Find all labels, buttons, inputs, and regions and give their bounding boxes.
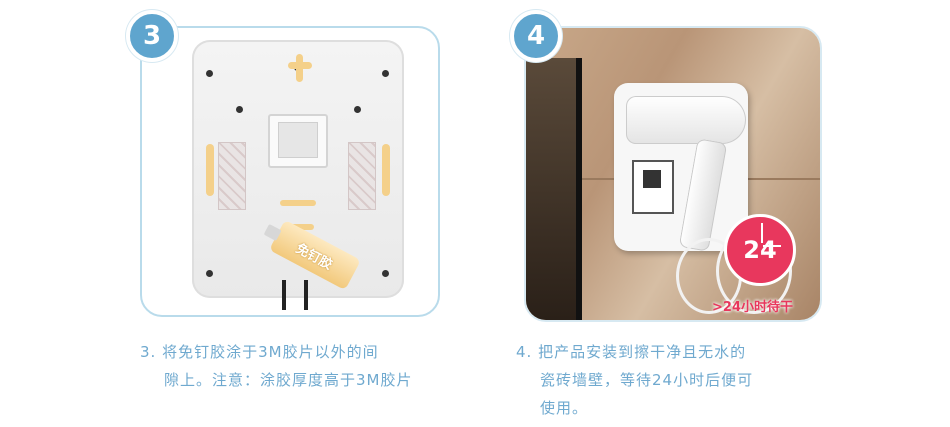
clock-hand-icon <box>763 245 781 247</box>
3m-tape-left <box>218 142 246 210</box>
glue-mark-right <box>382 144 390 196</box>
glue-mark-bottom <box>280 200 316 206</box>
glue-mark-top <box>296 54 303 82</box>
glue-mark-left <box>206 144 214 196</box>
step-3-caption-line: 隙上。注意：涂胶厚度高于3M胶片 <box>164 371 413 389</box>
step-3-illustration-frame: 免钉胶 <box>140 26 440 317</box>
step-4-caption: 4. 把产品安装到擦干净且无水的 瓷砖墙壁，等待24小时后便可 使用。 <box>516 338 836 422</box>
step-4-caption-line: 4. 把产品安装到擦干净且无水的 <box>516 343 747 361</box>
screw-hole <box>206 270 213 277</box>
screw-hole <box>206 70 213 77</box>
step-4-photo-frame: 24 >24小时待干 <box>524 26 822 322</box>
step-4-caption-line: 使用。 <box>540 399 589 417</box>
power-cable <box>282 280 308 310</box>
screw-hole <box>236 106 243 113</box>
wait-time-label: >24小时待干 <box>712 300 793 315</box>
screw-hole <box>354 106 361 113</box>
step-4-number-badge: 4 <box>510 10 562 62</box>
24-hour-badge: 24 <box>724 214 796 286</box>
mirror <box>526 58 582 320</box>
step-3-caption: 3. 将免钉胶涂于3M胶片以外的间 隙上。注意：涂胶厚度高于3M胶片 <box>140 338 470 394</box>
badge-value: 24 <box>743 236 777 264</box>
screw-hole <box>382 270 389 277</box>
instruction-sticker <box>632 160 674 214</box>
step-4-caption-line: 瓷砖墙壁，等待24小时后便可 <box>540 371 754 389</box>
glue-mark-bottom <box>288 224 314 230</box>
step-3-caption-line: 3. 将免钉胶涂于3M胶片以外的间 <box>140 343 379 361</box>
clock-hand-icon <box>761 223 763 243</box>
hair-dryer-body <box>626 96 746 144</box>
screw-hole <box>382 70 389 77</box>
step-3-number-badge: 3 <box>126 10 178 62</box>
hook-slot <box>268 114 328 168</box>
3m-tape-right <box>348 142 376 210</box>
